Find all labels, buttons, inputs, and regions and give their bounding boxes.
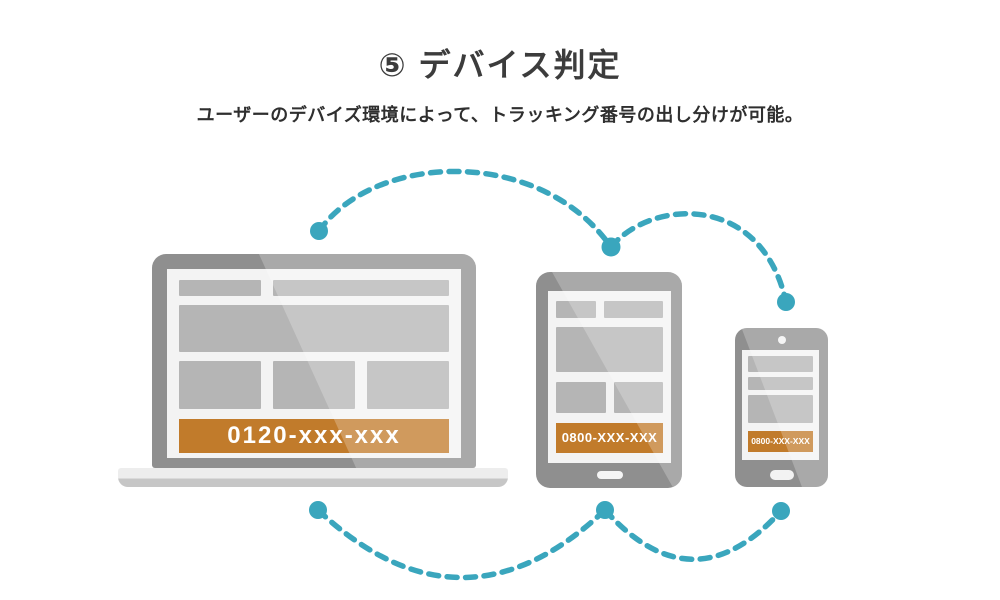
- wireframe-block: [748, 356, 813, 372]
- tablet-tracking-number-banner: 0800-XXX-XXX: [556, 423, 663, 453]
- wireframe-block: [748, 377, 813, 390]
- connection-dot-bottom-left: [309, 501, 327, 519]
- tablet-illustration: 0800-XXX-XXX: [536, 272, 682, 488]
- wireframe-nav-block: [604, 301, 663, 318]
- wireframe-column-block: [179, 361, 261, 409]
- camera-dot-icon: [778, 336, 786, 344]
- laptop-wireframe-header-row: [179, 280, 449, 296]
- connection-dot-top-right: [777, 293, 795, 311]
- laptop-wireframe-columns-row: [179, 361, 449, 409]
- wireframe-nav-block: [273, 280, 449, 296]
- dashed-arc-laptop-to-tablet: [316, 168, 614, 250]
- tablet-wireframe-columns-row: [556, 382, 663, 413]
- wireframe-hero-block: [748, 395, 813, 423]
- wireframe-hero-block: [556, 327, 663, 372]
- wireframe-column-block: [367, 361, 449, 409]
- wireframe-column-block: [556, 382, 606, 413]
- smartphone-screen: 0800-XXX-XXX: [742, 350, 819, 460]
- page-subtitle: ユーザーのデバイズ環境によって、トラッキング番号の出し分けが可能。: [196, 105, 804, 125]
- connection-dot-bottom-right: [772, 502, 790, 520]
- dashed-arc-bottom-left: [315, 507, 608, 581]
- dashed-arc-tablet-to-phone: [608, 210, 789, 305]
- laptop-keyboard-base: [118, 468, 508, 487]
- wireframe-hero-block: [179, 305, 449, 352]
- connection-dot-bottom-middle: [596, 501, 614, 519]
- wireframe-logo-block: [179, 280, 261, 296]
- wireframe-column-block: [273, 361, 355, 409]
- tablet-screen: 0800-XXX-XXX: [548, 291, 671, 463]
- smartphone-tracking-number-banner: 0800-XXX-XXX: [748, 431, 813, 452]
- wireframe-column-block: [613, 382, 663, 413]
- tablet-home-button: [597, 471, 623, 479]
- tablet-wireframe-header-row: [556, 301, 663, 318]
- dashed-arc-bottom-right: [602, 507, 784, 562]
- page-title: ⑤ デバイス判定: [378, 47, 622, 83]
- laptop-screen: 0120-xxx-xxx: [167, 269, 461, 458]
- connection-dot-top-left: [310, 222, 328, 240]
- laptop-bezel: 0120-xxx-xxx: [152, 254, 476, 468]
- wireframe-logo-block: [556, 301, 596, 318]
- smartphone-home-button: [770, 470, 794, 480]
- laptop-tracking-number-banner: 0120-xxx-xxx: [179, 419, 449, 453]
- smartphone-illustration: 0800-XXX-XXX: [735, 328, 828, 487]
- connection-dot-top-middle: [601, 237, 621, 257]
